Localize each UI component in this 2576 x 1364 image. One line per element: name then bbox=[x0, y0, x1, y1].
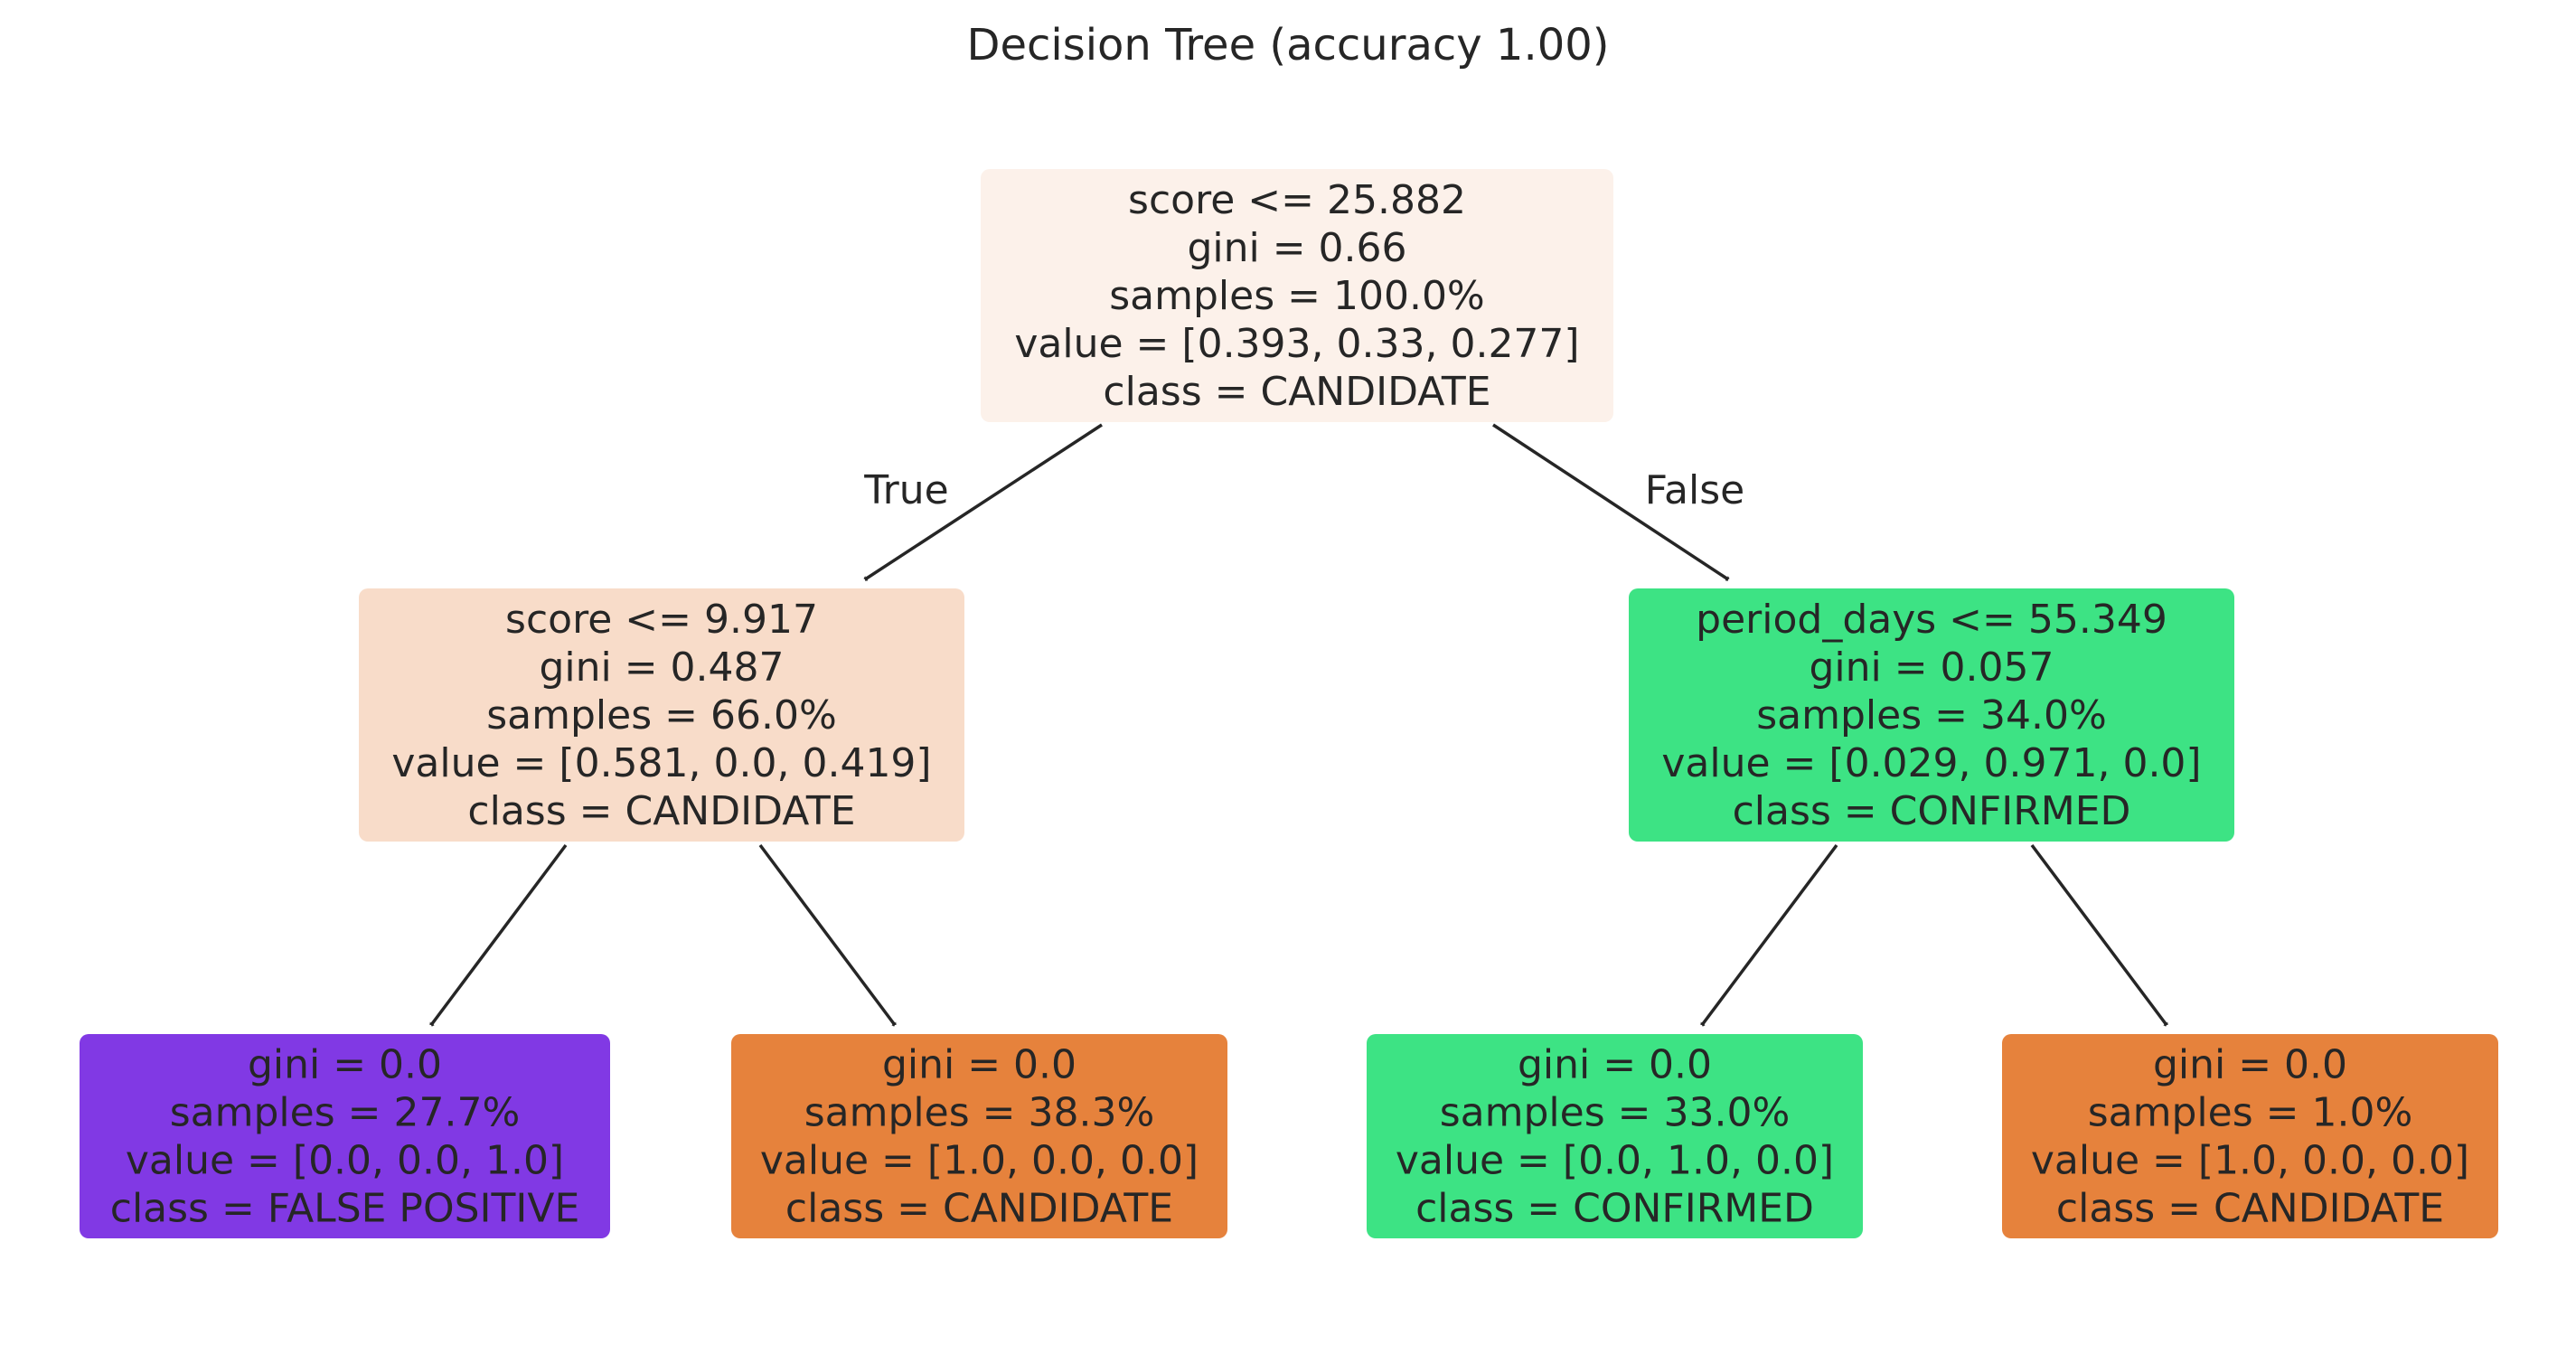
node-line-root-1: gini = 0.66 bbox=[1187, 225, 1406, 271]
node-line-leaf3-0: gini = 0.0 bbox=[1518, 1041, 1712, 1087]
node-line-leaf4-1: samples = 1.0% bbox=[2088, 1089, 2413, 1135]
node-line-leaf4-2: value = [1.0, 0.0, 0.0] bbox=[2031, 1137, 2469, 1183]
node-line-leaf2-1: samples = 38.3% bbox=[804, 1089, 1155, 1135]
node-line-root-3: value = [0.393, 0.33, 0.277] bbox=[1014, 321, 1579, 367]
node-line-leaf4-0: gini = 0.0 bbox=[2153, 1041, 2347, 1087]
edge-label-true: True bbox=[863, 467, 948, 513]
node-line-leaf4-3: class = CANDIDATE bbox=[2056, 1185, 2444, 1231]
edge-root-to-left bbox=[865, 423, 1103, 579]
node-line-leaf3-2: value = [0.0, 1.0, 0.0] bbox=[1396, 1137, 1834, 1183]
edge-left-to-leaf2 bbox=[758, 843, 895, 1025]
node-line-leaf2-3: class = CANDIDATE bbox=[785, 1185, 1173, 1231]
node-line-leaf1-1: samples = 27.7% bbox=[170, 1089, 521, 1135]
node-line-right-4: class = CONFIRMED bbox=[1733, 788, 2131, 834]
node-box-leaf3 bbox=[1367, 1034, 1863, 1238]
edge-label-false: False bbox=[1645, 467, 1744, 513]
node-line-right-0: period_days <= 55.349 bbox=[1696, 597, 2167, 643]
edge-left-to-leaf1 bbox=[431, 843, 568, 1025]
edge-right-to-leaf3 bbox=[1702, 843, 1838, 1025]
node-line-left-2: samples = 66.0% bbox=[486, 692, 837, 738]
edge-right-to-leaf4 bbox=[2030, 843, 2167, 1025]
edges-layer bbox=[431, 423, 2167, 1025]
node-box-leaf1 bbox=[80, 1034, 610, 1238]
node-line-leaf3-1: samples = 33.0% bbox=[1440, 1089, 1791, 1135]
node-box-leaf4 bbox=[2002, 1034, 2498, 1238]
node-box-leaf2 bbox=[731, 1034, 1227, 1238]
node-box-root bbox=[981, 169, 1613, 422]
node-line-right-3: value = [0.029, 0.971, 0.0] bbox=[1661, 740, 2201, 786]
node-line-leaf1-0: gini = 0.0 bbox=[248, 1041, 442, 1087]
node-box-left bbox=[359, 588, 964, 842]
diagram-title: Decision Tree (accuracy 1.00) bbox=[966, 20, 1609, 71]
node-line-root-2: samples = 100.0% bbox=[1109, 273, 1485, 319]
node-line-left-3: value = [0.581, 0.0, 0.419] bbox=[391, 740, 931, 786]
node-line-right-1: gini = 0.057 bbox=[1809, 644, 2054, 691]
node-line-left-1: gini = 0.487 bbox=[539, 644, 784, 691]
node-line-root-4: class = CANDIDATE bbox=[1103, 369, 1490, 415]
node-line-left-4: class = CANDIDATE bbox=[467, 788, 855, 834]
node-line-leaf3-3: class = CONFIRMED bbox=[1415, 1185, 1814, 1231]
node-line-left-0: score <= 9.917 bbox=[505, 597, 818, 643]
node-line-leaf1-2: value = [0.0, 0.0, 1.0] bbox=[126, 1137, 564, 1183]
node-line-leaf2-2: value = [1.0, 0.0, 0.0] bbox=[760, 1137, 1199, 1183]
edge-root-to-right bbox=[1492, 423, 1728, 579]
node-box-right bbox=[1629, 588, 2234, 842]
node-line-right-2: samples = 34.0% bbox=[1756, 692, 2107, 738]
node-line-leaf1-3: class = FALSE POSITIVE bbox=[110, 1185, 580, 1231]
node-line-leaf2-0: gini = 0.0 bbox=[882, 1041, 1076, 1087]
node-line-root-0: score <= 25.882 bbox=[1128, 177, 1466, 223]
